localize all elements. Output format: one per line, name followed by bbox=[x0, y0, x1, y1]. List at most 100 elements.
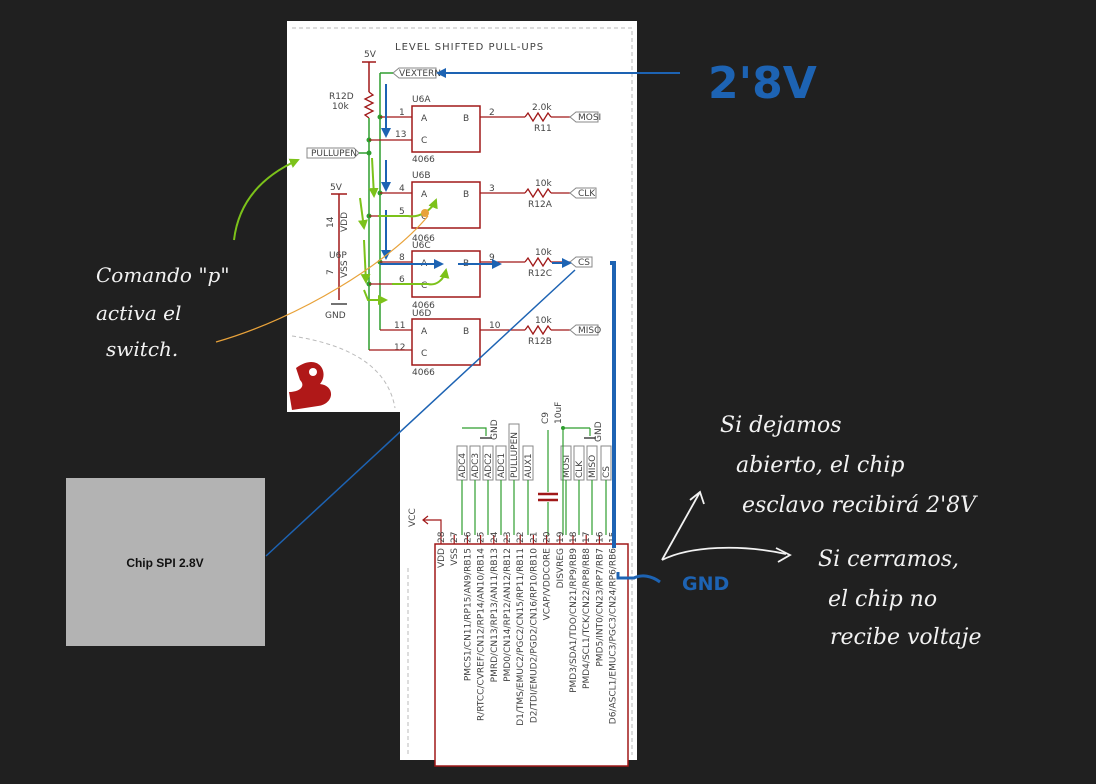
annotation-blue-lines bbox=[265, 68, 680, 584]
u6p-pin-vdd: 14 bbox=[326, 216, 336, 228]
vcc-label: VCC bbox=[408, 508, 418, 527]
switch-ref: U6B bbox=[412, 171, 431, 181]
pin-b-number: 10 bbox=[489, 321, 501, 331]
mcu-pin-number: 23 bbox=[503, 532, 513, 543]
open-line-2: abierto, el chip bbox=[736, 453, 905, 478]
cap-ref: C9 bbox=[541, 412, 551, 424]
pin-b-label: B bbox=[463, 114, 469, 124]
connector-label: CLK bbox=[575, 460, 585, 478]
voltage-annotation: 2'8V bbox=[708, 58, 817, 109]
pullup-resistor-group: 5V R12D 10k bbox=[329, 50, 377, 350]
switch-u6b: U6B 4066 A C B 4 5 3 10k R12A CLK bbox=[369, 171, 597, 244]
mcu-pin-name: R/RTCC/CVREF/CN12/RP14/AN10/RB14 bbox=[477, 548, 487, 721]
annotation-orange-line bbox=[215, 215, 429, 343]
connector-label: ADC4 bbox=[458, 453, 468, 478]
pullupen-label: PULLUPEN bbox=[311, 149, 357, 159]
mcu-pin-number: 19 bbox=[556, 531, 566, 543]
mcu-pin-name: D6/ASCL1/EMUC3/PGC3/CN24/RP6/RB6 bbox=[609, 548, 619, 725]
pin-c-number: 13 bbox=[395, 130, 406, 140]
mcu-pin-name: PMD5/INT0/CN23/RP7/RB7 bbox=[595, 548, 605, 667]
sheet-frame bbox=[292, 27, 633, 755]
u6p-vdd-label: VDD bbox=[340, 212, 350, 232]
pin-c-label: C bbox=[421, 212, 427, 222]
resistor-value: 10k bbox=[535, 179, 552, 189]
r12d-value: 10k bbox=[332, 102, 349, 112]
mcu-pin-number: 26 bbox=[463, 531, 473, 543]
switch-control-marker bbox=[421, 209, 429, 217]
pin-b-number: 2 bbox=[489, 108, 495, 118]
chip-spi-label: Chip SPI 2.8V bbox=[126, 556, 203, 570]
resistor-ref: R12C bbox=[528, 269, 552, 279]
mcu-pin-number: 18 bbox=[569, 531, 579, 543]
mcu-pin-number: 22 bbox=[516, 532, 526, 543]
logo-mark bbox=[289, 362, 332, 410]
u6p-power-unit: 5V 14 VDD U6P 7 VSS GND bbox=[325, 183, 350, 321]
resistor-ref: R11 bbox=[534, 124, 552, 134]
net-label: MOSI bbox=[578, 113, 601, 123]
resistor-ref: R12B bbox=[528, 337, 552, 347]
pullupen-net: PULLUPEN bbox=[306, 147, 369, 159]
u6p-vss-label: VSS bbox=[340, 260, 350, 278]
closed-line-2: el chip no bbox=[828, 587, 937, 612]
mcu-pin-number: 24 bbox=[490, 531, 500, 543]
mcu-pin-name: VCAP/VDDCORE bbox=[543, 548, 553, 621]
pin-a-number: 1 bbox=[399, 108, 405, 118]
supply-5v-label: 5V bbox=[364, 50, 377, 60]
mcu-pin-number: 28 bbox=[437, 531, 447, 543]
net-label: CLK bbox=[578, 189, 596, 199]
switch-u6d: U6D 4066 A C B 11 12 10 10k R12B MISO bbox=[369, 309, 601, 378]
gnd-label-right: GND bbox=[594, 421, 604, 442]
open-annotation: Si dejamos abierto, el chip esclavo reci… bbox=[720, 413, 978, 518]
schematic-title: LEVEL SHIFTED PULL-UPS bbox=[395, 42, 544, 53]
vextern-label: VEXTERN bbox=[399, 69, 441, 79]
closed-annotation: Si cerramos, el chip no recibe voltaje bbox=[818, 547, 982, 650]
chip-spi-box: Chip SPI 2.8V bbox=[66, 478, 265, 646]
resistor-value: 10k bbox=[535, 316, 552, 326]
connector-label: ADC3 bbox=[471, 453, 481, 478]
pin-c-label: C bbox=[421, 136, 427, 146]
annotation-green-lines bbox=[233, 157, 450, 305]
mcu-pin-name: PMCS1/CN11/RP15/AN9/RB15 bbox=[463, 548, 473, 681]
net-label: MISO bbox=[578, 326, 601, 336]
sheet-frame-arc bbox=[291, 335, 396, 409]
mcu-pin-number: 20 bbox=[543, 531, 553, 543]
mcu-pin-name: VSS bbox=[450, 548, 460, 566]
open-line-1: Si dejamos bbox=[720, 413, 842, 438]
gnd-annotation: GND bbox=[682, 573, 729, 595]
connector-label: MOSI bbox=[562, 455, 572, 478]
pin-c-number: 12 bbox=[394, 343, 405, 353]
command-annotation: Comando "p" activa el switch. bbox=[96, 263, 230, 361]
switch-part: 4066 bbox=[412, 301, 435, 311]
gnd-label-left: GND bbox=[490, 419, 500, 440]
mcu-pin-name: PMD3/SDA1/TDO/CN21/RP9/RB9 bbox=[569, 548, 579, 693]
r12d-resistor bbox=[363, 91, 375, 119]
mcu-pin-number: 25 bbox=[477, 532, 487, 543]
switch-ref: U6C bbox=[412, 241, 431, 251]
mcu-pin-name: PMD0/CN14/RP12/AN12/RB12 bbox=[503, 548, 513, 682]
closed-line-3: recibe voltaje bbox=[830, 625, 982, 650]
switch-part: 4066 bbox=[412, 155, 435, 165]
u6p-gnd-label: GND bbox=[325, 311, 346, 321]
pin-c-label: C bbox=[421, 281, 427, 291]
switch-u6a: U6A 4066 A C B 1 13 2 2.0k R11 MOSI bbox=[369, 95, 601, 165]
header-gnd-left: GND bbox=[462, 419, 500, 440]
mcu-pin-name: VDD bbox=[437, 548, 447, 568]
u6p-pin-vss: 7 bbox=[326, 269, 336, 275]
mcu-pin-number: 17 bbox=[582, 532, 592, 543]
pin-c-number: 6 bbox=[399, 275, 405, 285]
connector-label: CS bbox=[602, 466, 612, 478]
mcu-pin-name: PMRD/CN13/RP13/AN11/RB13 bbox=[490, 548, 500, 682]
pin-a-label: A bbox=[421, 190, 428, 200]
mcu-pin-number: 16 bbox=[595, 531, 605, 543]
annotation-white-arrows bbox=[661, 490, 792, 563]
pin-a-number: 8 bbox=[399, 253, 405, 263]
mcu-pin-name: D2/TDI/EMUD2/PGD2/CN16/RP10/RB10 bbox=[529, 548, 539, 723]
command-line-1: Comando "p" bbox=[96, 263, 230, 287]
mcu-pin-number: 27 bbox=[450, 532, 460, 543]
switch-part: 4066 bbox=[412, 234, 435, 244]
connector-label: MISO bbox=[588, 455, 598, 478]
closed-line-1: Si cerramos, bbox=[818, 547, 959, 572]
r12d-ref: R12D bbox=[329, 92, 354, 102]
